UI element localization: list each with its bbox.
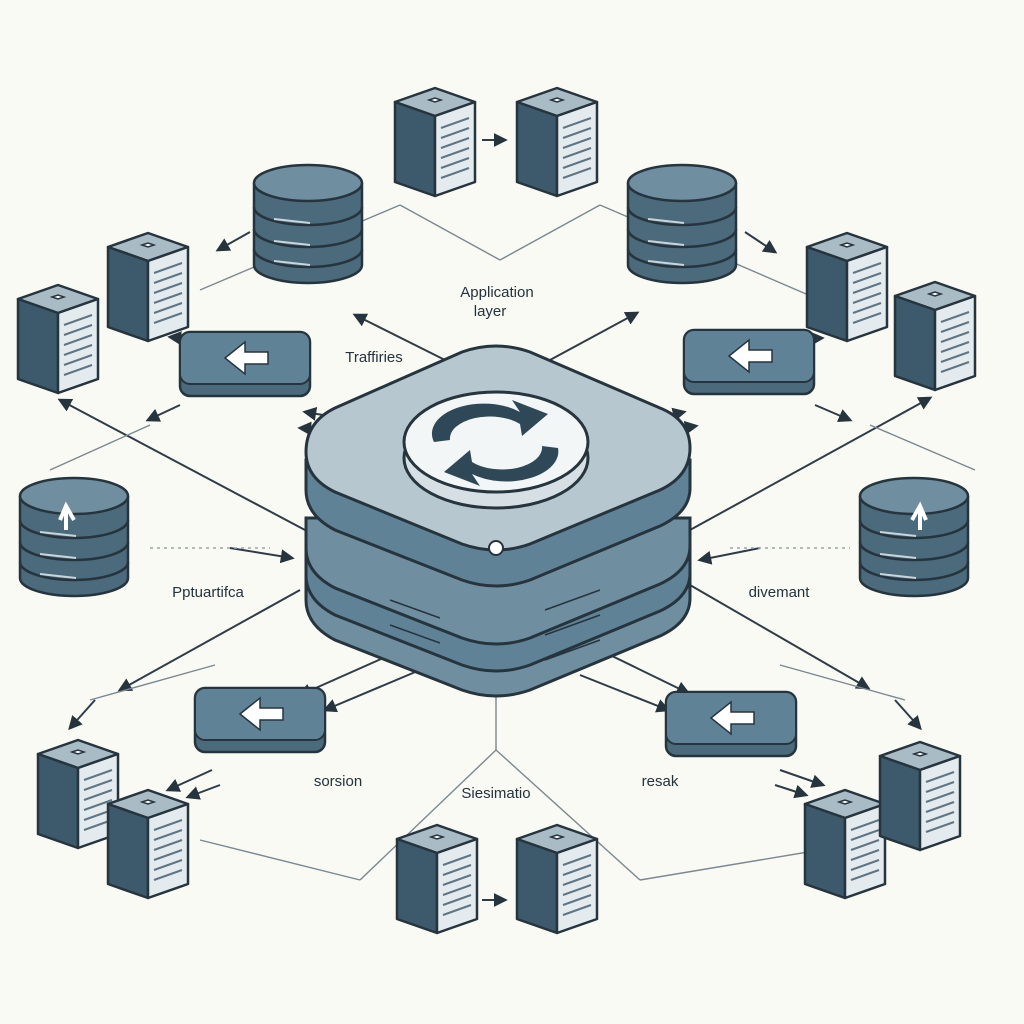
switch-icon xyxy=(193,686,327,754)
sync-arrows-icon xyxy=(431,400,559,486)
server-tower-icon xyxy=(515,823,599,935)
label-bottom-right: resak xyxy=(642,773,679,790)
arrow-up-icon xyxy=(58,501,76,530)
central-hub xyxy=(304,344,692,698)
database-stack-icon xyxy=(252,163,364,285)
label-application-layer-line1: Application xyxy=(460,284,533,301)
server-tower-icon xyxy=(16,283,100,395)
server-tower-icon xyxy=(893,280,977,392)
switch-icon xyxy=(178,330,312,398)
server-tower-icon xyxy=(805,231,889,343)
database-stack-icon xyxy=(626,163,738,285)
server-tower-icon xyxy=(515,86,599,198)
arrow-up-icon xyxy=(910,501,928,530)
connection-lines xyxy=(49,133,976,907)
label-bottom-left: sorsion xyxy=(314,773,362,790)
label-left-side: Pptuartifca xyxy=(172,584,244,601)
database-stack-icon xyxy=(858,476,970,598)
label-bottom-center: Siesimatio xyxy=(461,785,530,802)
database-stack-icon xyxy=(18,476,130,598)
server-tower-icon xyxy=(803,788,887,900)
label-right-side: divemant xyxy=(749,584,811,601)
switch-icon xyxy=(682,328,816,396)
label-application-layer-line2: layer xyxy=(474,303,507,320)
switch-icon xyxy=(664,690,798,758)
server-tower-icon xyxy=(106,788,190,900)
server-tower-icon xyxy=(36,738,120,850)
server-tower-icon xyxy=(106,231,190,343)
label-traffic: Traffiries xyxy=(345,349,403,366)
server-tower-icon xyxy=(878,740,962,852)
server-tower-icon xyxy=(395,823,479,935)
server-tower-icon xyxy=(393,86,477,198)
